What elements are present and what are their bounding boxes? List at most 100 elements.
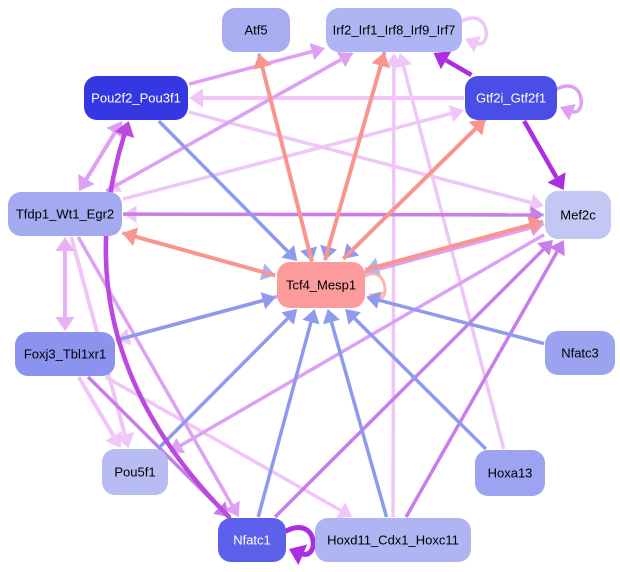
edge-hoxd11-to-irf2	[385, 53, 403, 518]
node-box[interactable]	[315, 518, 471, 562]
node-Pou5f1[interactable]: Pou5f1	[102, 449, 168, 495]
arrowhead	[114, 121, 135, 138]
arrowhead	[289, 544, 308, 566]
arrowhead	[281, 245, 298, 261]
arrowhead	[448, 105, 464, 123]
node-label: Nfatc3	[561, 346, 599, 361]
node-box[interactable]	[222, 8, 290, 52]
edge-selfloop-nfatc1	[283, 525, 316, 566]
node-Pou2f2_Pou3f1[interactable]: Pou2f2_Pou3f1	[84, 76, 188, 120]
node-box[interactable]	[277, 262, 365, 308]
arrowhead	[260, 292, 276, 310]
arrowhead	[105, 431, 122, 448]
edge-gtf2i-to-pou2f2	[189, 88, 464, 108]
node-label: Pou5f1	[114, 465, 155, 480]
edge-pou2f2-to-tfdp1	[78, 121, 123, 191]
node-label: Gtf2i_Gtf2f1	[476, 91, 546, 106]
arrowhead	[366, 291, 382, 309]
edge-pou2f2-to-irf2	[188, 43, 325, 86]
edge-foxj3-to-hoxd11	[104, 375, 353, 518]
node-Foxj3_Tbl1xr1[interactable]: Foxj3_Tbl1xr1	[15, 332, 115, 376]
arrowhead	[281, 309, 298, 325]
node-label: Pou2f2_Pou3f1	[91, 91, 181, 106]
node-label: Tcf4_Mesp1	[286, 278, 356, 293]
edge-nfatc1-to-mef2c	[273, 240, 553, 519]
node-box[interactable]	[326, 8, 462, 52]
node-Gtf2i_Gtf2f1[interactable]: Gtf2i_Gtf2f1	[465, 76, 557, 120]
edge-pou2f2-to-mef2c	[188, 110, 544, 212]
arrowhead	[560, 104, 576, 121]
arrowhead	[336, 502, 353, 518]
edge-tcf4-to-gtf2i	[341, 118, 486, 261]
node-Hoxd11_Cdx1_Hoxc11[interactable]: Hoxd11_Cdx1_Hoxc11	[315, 518, 471, 562]
node-Hoxa13[interactable]: Hoxa13	[475, 450, 545, 496]
node-Tcf4_Mesp1[interactable]: Tcf4_Mesp1	[277, 262, 365, 308]
node-box[interactable]	[475, 450, 545, 496]
arrowhead	[302, 309, 320, 325]
edge-nfatc1-to-pou2f2	[103, 121, 232, 520]
arrowhead	[55, 237, 75, 251]
node-Nfatc3[interactable]: Nfatc3	[545, 331, 615, 375]
node-label: Nfatc1	[233, 533, 271, 548]
node-label: Irf2_Irf1_Irf8_Irf9_Irf7	[333, 23, 456, 38]
arrowhead	[122, 227, 139, 246]
arrowhead	[465, 36, 481, 53]
edge-tcf4-to-irf2	[323, 52, 390, 261]
node-Nfatc1[interactable]: Nfatc1	[218, 518, 286, 562]
node-label: Mef2c	[560, 208, 596, 223]
arrowhead	[345, 309, 361, 325]
node-box[interactable]	[102, 449, 168, 495]
edge-pou2f2-to-tcf4	[157, 119, 298, 261]
node-Mef2c[interactable]: Mef2c	[545, 191, 611, 239]
arrowhead	[309, 43, 325, 61]
edge-foxj3-to-tcf4	[115, 292, 276, 342]
arrowhead	[106, 121, 123, 138]
node-label: Hoxa13	[488, 466, 533, 481]
arrowhead	[224, 500, 240, 517]
edge-tfdp1-to-irf2	[105, 51, 353, 193]
arrowhead	[253, 53, 272, 70]
arrowhead	[55, 317, 75, 331]
arrowhead	[549, 240, 565, 257]
node-box[interactable]	[465, 76, 557, 120]
arrowhead	[189, 88, 203, 108]
arrowhead	[322, 309, 340, 325]
node-Atf5[interactable]: Atf5	[222, 8, 290, 52]
arrowhead	[528, 194, 544, 212]
edge-pou5f1-to-tcf4	[157, 309, 298, 450]
node-Tfdp1_Wt1_Egr2[interactable]: Tfdp1_Wt1_Egr2	[8, 192, 122, 236]
node-Irf2_Irf1_Irf8_Irf9_Irf7[interactable]: Irf2_Irf1_Irf8_Irf9_Irf7	[326, 8, 462, 52]
node-box[interactable]	[218, 518, 286, 562]
node-label: Foxj3_Tbl1xr1	[24, 347, 106, 362]
edge-foxj3-to-pou5f1	[76, 375, 122, 448]
edge-gtf2i-to-mef2c	[522, 119, 566, 190]
arrowhead	[468, 118, 486, 136]
edge-gtf2i-to-irf2	[433, 51, 473, 77]
node-box[interactable]	[84, 76, 188, 120]
edge-tfdp1-to-nfatc1	[76, 236, 240, 517]
arrowhead	[547, 172, 566, 190]
arrowhead	[433, 51, 452, 70]
edge-nfatc1-to-tcf4	[256, 309, 320, 518]
node-box[interactable]	[8, 192, 122, 236]
edge-tfdp1-to-foxj3	[55, 237, 75, 331]
arrowhead	[336, 51, 353, 68]
node-box[interactable]	[545, 191, 611, 239]
arrowhead	[371, 52, 390, 69]
node-box[interactable]	[545, 331, 615, 375]
arrowhead	[78, 174, 95, 191]
node-label: Tfdp1_Wt1_Egr2	[16, 207, 114, 222]
edge-tcf4-to-atf5	[253, 53, 314, 263]
edge-selfloop-irf2	[460, 16, 489, 53]
edge-tcf4-to-tfdp1	[122, 227, 276, 278]
edge-selfloop-gtf2i	[555, 84, 584, 121]
edge-hoxa13-to-tcf4	[345, 309, 488, 451]
arrowhead	[527, 215, 544, 235]
node-label: Hoxd11_Cdx1_Hoxc11	[327, 533, 459, 548]
node-label: Atf5	[244, 23, 267, 38]
arrowhead	[385, 53, 403, 67]
node-box[interactable]	[15, 332, 115, 376]
edge-tcf4-to-mef2c	[364, 215, 544, 272]
